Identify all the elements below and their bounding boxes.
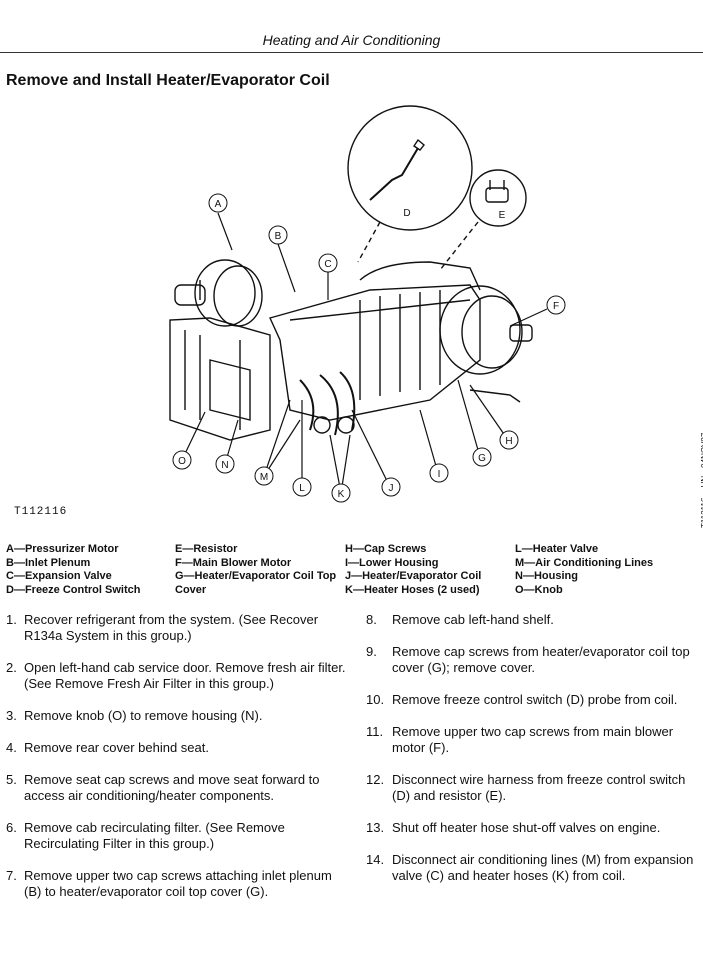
step-number: 13. [366,820,385,835]
step-text: Remove knob (O) to remove housing (N). [24,708,263,723]
step-item: 9. Remove cap screws from heater/evaporat… [366,644,696,676]
step-item: 12. Disconnect wire harness from freeze c… [366,772,696,804]
svg-text:F: F [553,301,559,312]
step-item: 5. Remove seat cap screws and move seat f… [6,772,346,804]
svg-text:L: L [299,483,305,494]
step-text: Remove upper two cap screws attaching in… [24,868,332,899]
legend-item-c: C—Expansion Valve [6,570,112,582]
svg-text:E: E [499,210,506,221]
svg-text:J: J [389,483,394,494]
page-title: Remove and Install Heater/Evaporator Coi… [6,72,330,89]
legend: A—Pressurizer Motor E—Resistor H—Cap Scr… [6,543,696,597]
svg-text:B: B [275,231,282,242]
figure-id: T112116 [14,506,68,518]
step-item: 6. Remove cab recirculating filter. (See … [6,820,346,852]
assembly-drawing [169,105,533,441]
header-rule [0,52,703,53]
step-number: 14. [366,852,385,867]
step-number: 12. [366,772,385,787]
step-number: 3. [6,708,17,723]
svg-text:H: H [505,436,512,447]
legend-item-o: O—Knob [515,583,563,596]
step-item: 3. Remove knob (O) to remove housing (N). [6,708,346,724]
step-number: 2. [6,660,17,675]
page-header-title: Heating and Air Conditioning [262,32,441,48]
step-number: 1. [6,612,17,627]
step-number: 9. [366,644,377,659]
step-item: 8. Remove cab left-hand shelf. [366,612,696,628]
step-number: 7. [6,868,17,883]
callout-leaders [181,212,548,494]
svg-text:K: K [338,489,345,500]
svg-text:G: G [478,453,486,464]
callout-labels: A B C D E F G H I J K L M N O [172,193,566,503]
step-item: 13. Shut off heater hose shut-off valves … [366,820,696,836]
step-item: 10. Remove freeze control switch (D) prob… [366,692,696,708]
legend-item-m: M—Air Conditioning Lines [515,556,654,569]
detail-circle-resistor [469,169,527,227]
svg-text:D: D [403,208,410,219]
svg-text:O: O [178,456,186,467]
legend-item-i: I—Lower Housing [345,556,439,569]
step-item: 4. Remove rear cover behind seat. [6,740,346,756]
svg-text:M: M [260,472,268,483]
legend-item-a: A—Pressurizer Motor [6,543,119,555]
procedure-steps-left: 1. Recover refrigerant from the system. (… [6,612,346,916]
legend-item-e: E—Resistor [175,543,238,555]
legend-item-h: H—Cap Screws [345,543,427,555]
step-item: 14. Disconnect air conditioning lines (M)… [366,852,696,884]
step-item: 1. Recover refrigerant from the system. (… [6,612,346,644]
step-number: 6. [6,820,17,835]
step-item: 2. Open left-hand cab service door. Remov… [6,660,346,692]
step-text: Recover refrigerant from the system. (Se… [24,612,319,643]
step-text: Remove cab recirculating filter. (See Re… [24,820,285,851]
step-text: Remove seat cap screws and move seat for… [24,772,320,803]
step-number: 4. [6,740,17,755]
step-text: Remove freeze control switch (D) probe f… [392,692,678,707]
step-text: Remove rear cover behind seat. [24,740,209,755]
step-text: Remove upper two cap screws from main bl… [392,724,674,755]
legend-item-j: J—Heater/Evaporator Coil [345,570,482,582]
legend-item-n: N—Housing [515,570,578,582]
step-number: 10. [366,692,385,707]
step-number: 11. [366,724,384,739]
legend-item-f: F—Main Blower Motor [175,556,292,569]
svg-text:C: C [324,259,331,270]
step-text: Disconnect air conditioning lines (M) fr… [392,852,694,883]
procedure-steps-right: 8. Remove cab left-hand shelf. 9. Remove c… [366,612,696,900]
step-number: 5. [6,772,17,787]
heater-evaporator-illustration: A B C D E F G H I J K L M N O [169,105,566,503]
step-text: Shut off heater hose shut-off valves on … [392,820,661,835]
step-item: 11. Remove upper two cap screws from main… [366,724,696,756]
detail-circle-freeze-switch [347,105,473,231]
step-text: Disconnect wire harness from freeze cont… [392,772,686,803]
step-text: Remove cab left-hand shelf. [392,612,554,627]
svg-text:N: N [221,460,228,471]
legend-item-l: L—Heater Valve [515,543,599,555]
legend-item-g: G—Heater/Evaporator Coil Top Cover [175,570,337,596]
step-number: 8. [366,612,377,627]
step-text: Remove cap screws from heater/evaporator… [392,644,690,675]
step-item: 7. Remove upper two cap screws attaching … [6,868,346,900]
svg-text:I: I [438,469,441,480]
legend-item-k: K—Heater Hoses (2 used) [345,583,480,596]
legend-item-d: D—Freeze Control Switch [6,583,141,596]
svg-text:A: A [215,199,222,210]
step-text: Open left-hand cab service door. Remove … [24,660,346,691]
legend-item-b: B—Inlet Plenum [6,556,91,569]
